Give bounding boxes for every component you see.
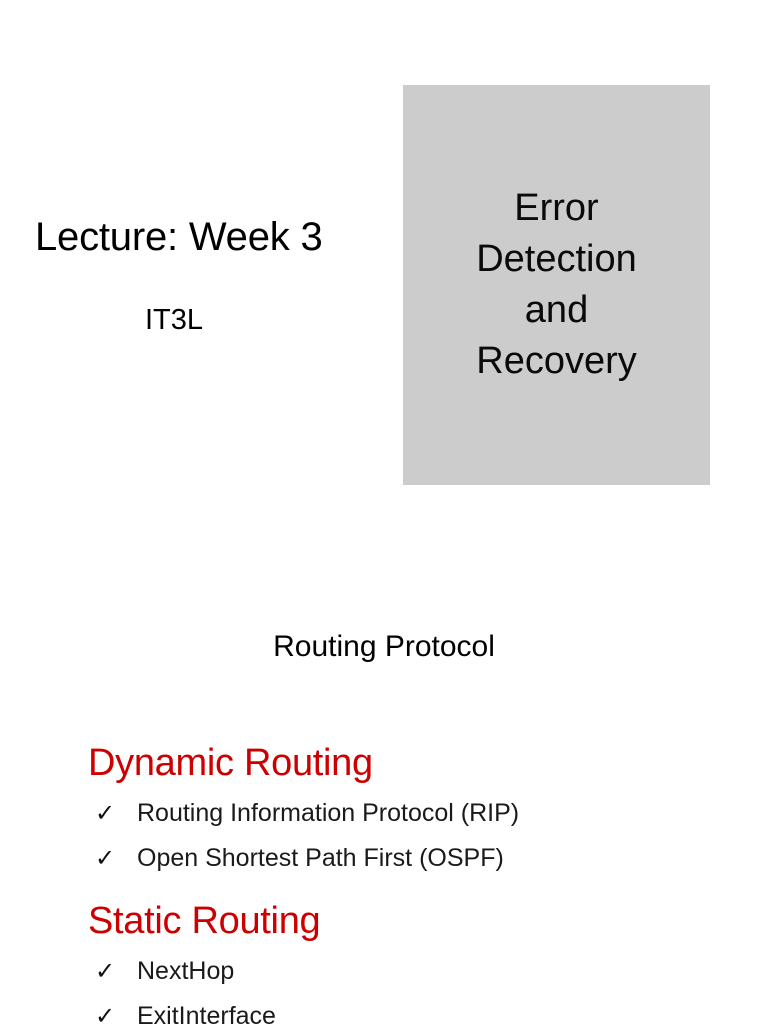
topic-line-4: Recovery <box>476 340 637 382</box>
list-item-label: Open Shortest Path First (OSPF) <box>137 844 504 872</box>
bullet-list-static: ✓ NextHop ✓ ExitInterface <box>88 949 728 1024</box>
group-heading-static-routing: Static Routing <box>88 900 321 942</box>
lecture-title: Lecture: Week 3 <box>35 215 323 259</box>
list-item: ✓ Open Shortest Path First (OSPF) <box>88 836 728 881</box>
list-item: ✓ ExitInterface <box>88 994 728 1024</box>
list-item-label: ExitInterface <box>137 1002 276 1024</box>
checkmark-icon: ✓ <box>95 1003 116 1024</box>
topic-line-3: and <box>524 289 589 331</box>
course-code-label: IT3L <box>145 304 204 336</box>
topic-line-1: Error <box>514 187 599 229</box>
section-heading-routing-protocol: Routing Protocol <box>273 630 495 663</box>
bullet-list-dynamic: ✓ Routing Information Protocol (RIP) ✓ O… <box>88 791 728 881</box>
group-heading-dynamic-routing: Dynamic Routing <box>88 742 373 784</box>
list-item: ✓ Routing Information Protocol (RIP) <box>88 791 728 836</box>
topic-line-2: Detection <box>476 238 637 280</box>
topic-box: Error Detection and Recovery <box>403 85 710 485</box>
list-item-label: Routing Information Protocol (RIP) <box>137 799 520 827</box>
list-item-label: NextHop <box>137 957 235 985</box>
routing-content: Dynamic Routing ✓ Routing Information Pr… <box>88 740 728 1024</box>
checkmark-icon: ✓ <box>95 800 116 827</box>
checkmark-icon: ✓ <box>95 845 116 872</box>
checkmark-icon: ✓ <box>95 958 116 985</box>
list-item: ✓ NextHop <box>88 949 728 994</box>
routing-group-static: Static Routing ✓ NextHop ✓ ExitInterface <box>88 898 728 1024</box>
routing-group-dynamic: Dynamic Routing ✓ Routing Information Pr… <box>88 740 728 881</box>
